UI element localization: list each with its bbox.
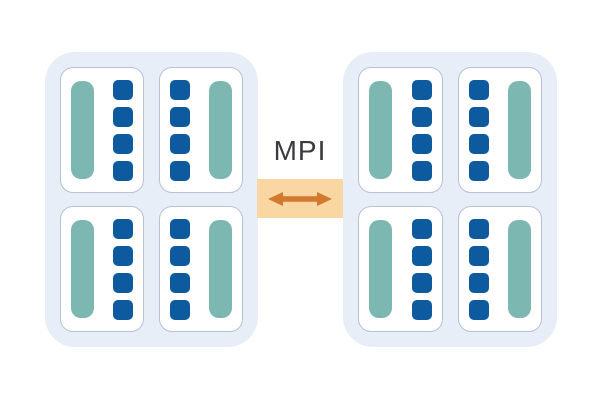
core-square — [411, 245, 432, 266]
socket-card — [159, 67, 243, 193]
core-square — [170, 245, 190, 266]
core-square — [113, 106, 133, 127]
core-column — [113, 79, 133, 181]
core-square — [468, 106, 489, 127]
core-square — [170, 106, 190, 127]
core-column — [411, 79, 432, 181]
socket-card — [457, 206, 542, 332]
core-square — [411, 299, 432, 320]
core-square — [411, 133, 432, 154]
core-square — [170, 272, 190, 293]
compute-node-right — [343, 52, 557, 347]
accelerator-bar — [209, 81, 232, 179]
socket-card — [60, 67, 144, 193]
compute-node-left — [45, 52, 258, 347]
core-square — [468, 133, 489, 154]
core-square — [468, 218, 489, 239]
socket-card — [60, 206, 144, 332]
core-square — [411, 106, 432, 127]
core-square — [113, 133, 133, 154]
mpi-label: MPI — [273, 135, 327, 166]
accelerator-bar — [71, 220, 94, 318]
accelerator-bar — [209, 220, 232, 318]
socket-card — [159, 206, 243, 332]
core-square — [170, 160, 190, 181]
core-square — [468, 245, 489, 266]
accelerator-bar — [508, 220, 531, 318]
accelerator-bar — [508, 81, 531, 179]
core-square — [170, 299, 190, 320]
core-square — [411, 272, 432, 293]
core-square — [113, 272, 133, 293]
double-arrow-icon — [268, 191, 332, 206]
core-column — [170, 218, 190, 320]
mpi-link-band — [257, 179, 343, 218]
core-square — [468, 272, 489, 293]
accelerator-bar — [71, 81, 94, 179]
socket-card — [358, 67, 443, 193]
core-square — [170, 79, 190, 100]
core-square — [411, 218, 432, 239]
core-square — [113, 299, 133, 320]
core-square — [411, 160, 432, 181]
accelerator-bar — [369, 220, 392, 318]
socket-card — [457, 67, 542, 193]
core-square — [468, 299, 489, 320]
core-square — [113, 160, 133, 181]
core-column — [113, 218, 133, 320]
core-column — [170, 79, 190, 181]
core-square — [468, 79, 489, 100]
core-square — [411, 79, 432, 100]
accelerator-bar — [369, 81, 392, 179]
core-square — [170, 218, 190, 239]
core-column — [411, 218, 432, 320]
core-square — [170, 133, 190, 154]
core-column — [468, 218, 489, 320]
core-square — [113, 218, 133, 239]
socket-card — [358, 206, 443, 332]
core-square — [113, 79, 133, 100]
core-column — [468, 79, 489, 181]
core-square — [468, 160, 489, 181]
core-square — [113, 245, 133, 266]
